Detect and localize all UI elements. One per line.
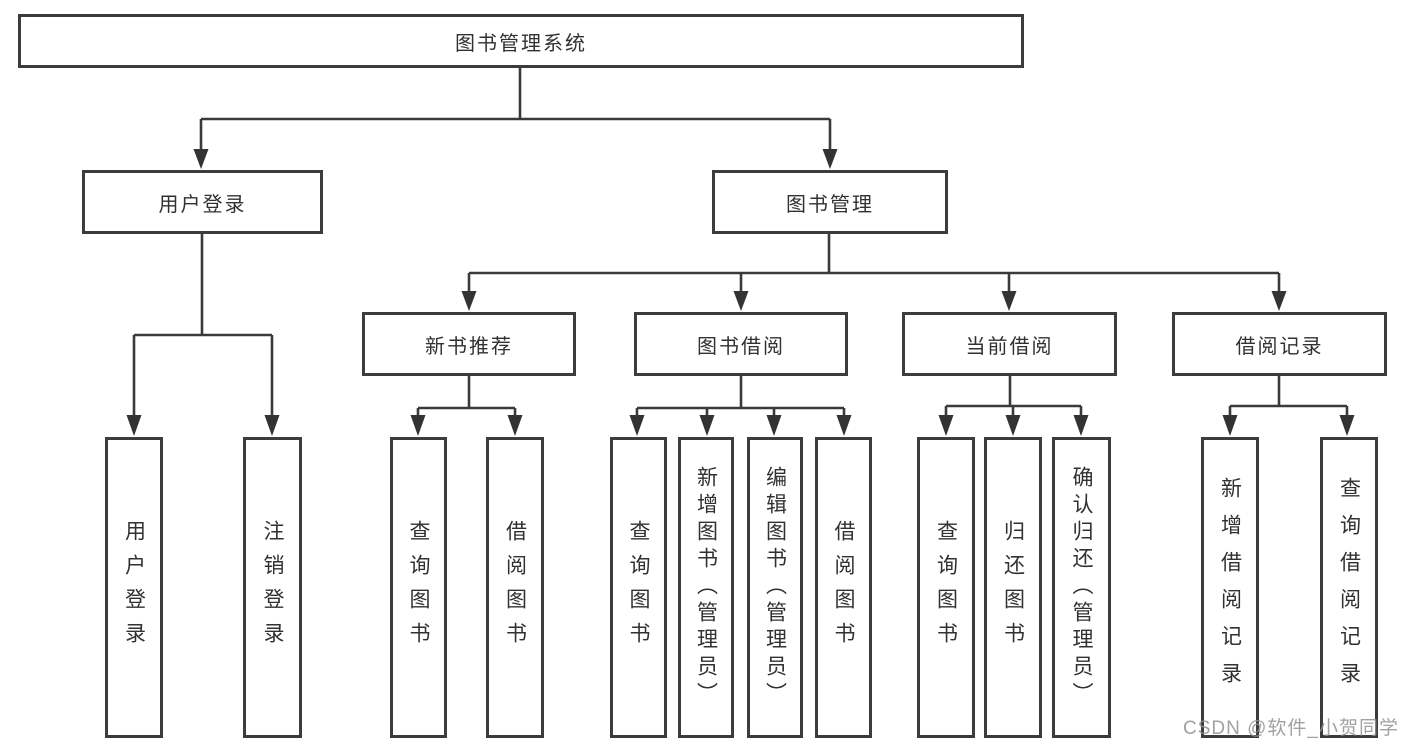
node-root-label: 图书管理系统	[455, 32, 587, 55]
node-user-login-label: 用户登录	[158, 193, 247, 216]
leaf-borrow-query-books-label: 查询图书	[627, 519, 650, 656]
node-new-book-recommend: 新书推荐	[362, 312, 576, 376]
leaf-user-login-label: 用户登录	[122, 519, 146, 656]
leaf-add-books-admin-label: 新增图书（管理员）	[694, 466, 718, 709]
leaf-confirm-return-admin: 确认归还（管理员）	[1052, 437, 1111, 738]
leaf-logout: 注销登录	[243, 437, 302, 738]
leaf-add-books-admin: 新增图书（管理员）	[678, 437, 734, 738]
node-book-borrow: 图书借阅	[634, 312, 848, 376]
node-book-management-label: 图书管理	[786, 193, 874, 216]
leaf-recommend-query-books: 查询图书	[390, 437, 447, 738]
node-book-management: 图书管理	[712, 170, 948, 234]
leaf-edit-books-admin: 编辑图书（管理员）	[747, 437, 803, 738]
leaf-recommend-query-books-label: 查询图书	[407, 519, 430, 656]
leaf-recommend-borrow-books: 借阅图书	[486, 437, 544, 738]
leaf-current-query-books-label: 查询图书	[934, 519, 958, 656]
leaf-recommend-borrow-books-label: 借阅图书	[503, 519, 527, 656]
leaf-add-borrow-record: 新增借阅记录	[1201, 437, 1259, 738]
node-root: 图书管理系统	[18, 14, 1024, 68]
leaf-borrow-query-books: 查询图书	[610, 437, 667, 738]
leaf-query-borrow-record: 查询借阅记录	[1320, 437, 1378, 738]
leaf-query-borrow-record-label: 查询借阅记录	[1337, 476, 1361, 699]
node-book-borrow-label: 图书借阅	[697, 335, 785, 358]
csdn-watermark: CSDN @软件_小贺同学	[1183, 718, 1399, 739]
node-current-borrow-label: 当前借阅	[965, 335, 1054, 358]
leaf-add-borrow-record-label: 新增借阅记录	[1218, 476, 1242, 699]
node-new-book-recommend-label: 新书推荐	[425, 335, 513, 358]
leaf-logout-label: 注销登录	[261, 519, 284, 656]
leaf-borrow-books: 借阅图书	[815, 437, 872, 738]
node-borrow-records-label: 借阅记录	[1235, 335, 1324, 358]
leaf-edit-books-admin-label: 编辑图书（管理员）	[763, 466, 787, 709]
leaf-borrow-books-label: 借阅图书	[832, 519, 855, 656]
leaf-current-query-books: 查询图书	[917, 437, 975, 738]
leaf-return-books-label: 归还图书	[1001, 519, 1025, 656]
node-borrow-records: 借阅记录	[1172, 312, 1387, 376]
leaf-return-books: 归还图书	[984, 437, 1042, 738]
leaf-user-login: 用户登录	[105, 437, 163, 738]
leaf-confirm-return-admin-label: 确认归还（管理员）	[1070, 466, 1093, 709]
node-current-borrow: 当前借阅	[902, 312, 1117, 376]
node-user-login: 用户登录	[82, 170, 323, 234]
